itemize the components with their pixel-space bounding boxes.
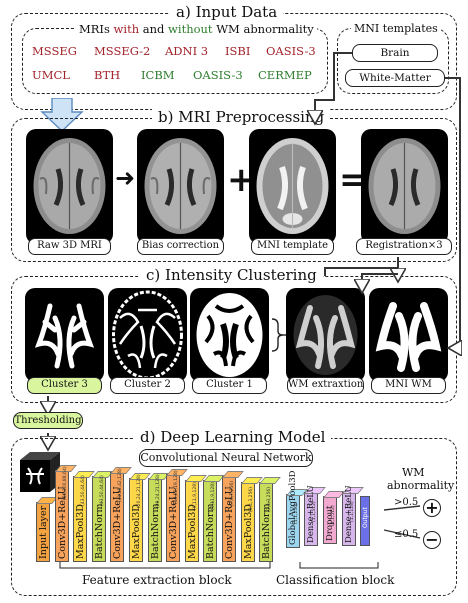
thresholding-step: Thresholding — [13, 412, 83, 429]
cnn-layer-batchnorm- — [147, 473, 170, 562]
dataset-adni3: ADNI 3 — [165, 44, 209, 58]
cnn-layer-dense-relu — [304, 487, 327, 546]
cnn-layer-maxpool3d — [240, 477, 263, 562]
cnn-layer-batchnorm- — [91, 471, 114, 562]
cluster-1-image — [190, 288, 269, 382]
cluster-3-image — [25, 288, 104, 382]
caption-cluster-2: Cluster 2 — [110, 377, 185, 394]
cnn-layer-maxpool3d — [184, 475, 207, 562]
caption-registration: Registration×3 — [356, 238, 452, 255]
cnn-layer-dims: (18,22,19,128) — [174, 470, 180, 504]
cnn-layer-conv3d-relu — [222, 471, 244, 562]
cnn-layer-dims: (3,4,3,256) — [248, 487, 254, 512]
cnn-layer-dims: (43,50,44,64) — [81, 475, 87, 506]
registration-image — [361, 129, 448, 244]
caption-mni-template: MNI template — [251, 238, 334, 255]
cnn-layer-dims: (9,11,9,128) — [211, 482, 217, 510]
cnn-layer-label: BatchNorm. — [149, 500, 161, 559]
cnn-layer-label: BatchNorm. — [93, 500, 105, 559]
cnn-layer-dense-relu — [341, 487, 364, 546]
cnn-layer-dropout — [323, 491, 345, 544]
cnn-layer-batchnorm- — [203, 475, 226, 562]
dataset-msseg: MSSEG — [32, 44, 77, 58]
positive-icon: + — [423, 499, 441, 517]
caption-wm-extraction: WM extraxtion — [287, 377, 364, 394]
cnn-layer-dims: (1,1,256) — [293, 503, 299, 524]
dataset-msseg-2: MSSEG-2 — [94, 44, 151, 58]
cnn-layer-label: Input layer — [38, 505, 49, 559]
caption-cluster-3: Cluster 3 — [27, 377, 102, 394]
cnn-layer-label: MaxPool3D — [131, 504, 142, 559]
cnn-layer-dims: (7,9,7,256) — [230, 481, 235, 506]
cluster-2-image — [108, 288, 187, 382]
classification-block-label: Classification block — [276, 573, 395, 587]
bias-corrected-image — [137, 129, 224, 244]
cnn-layer-label: MaxPool3D — [75, 504, 87, 559]
cnn-layer-dims: (20,24,21,128) — [137, 474, 142, 508]
cnn-layer-conv3d-relu — [110, 467, 133, 562]
cnn-layer-dims: (1,1,512) — [312, 501, 318, 522]
cnn-layer-dims: (86,100,88,64) — [62, 466, 68, 500]
wm-extraction-image — [286, 288, 365, 382]
negative-icon: − — [423, 531, 441, 549]
input-volume-icon — [20, 452, 60, 492]
cnn-layer-dims: (9,11,9,128) — [192, 482, 198, 510]
mni-wm-image — [369, 288, 448, 382]
dataset-isbi: ISBI — [225, 44, 251, 58]
dataset-oasis3-without: OASIS-3 — [193, 68, 243, 82]
cnn-layer-label: MaxPool3D — [242, 504, 254, 559]
cnn-output-label: Output — [362, 507, 370, 528]
wm-abnormality-label-1: WM — [402, 466, 425, 479]
cnn-layer-dims: (3,4,3,256) — [267, 487, 273, 512]
cnn-layer-conv3d-relu — [166, 469, 189, 562]
caption-raw-mri: Raw 3D MRI — [28, 238, 111, 255]
dataset-cermep: CERMEP — [258, 68, 312, 82]
mni-template-image — [249, 129, 336, 244]
mni-templates-heading: MNI templates — [351, 22, 441, 35]
flow-arrow-icon — [40, 98, 84, 132]
cnn-layer-dims: (1,1,512) — [331, 505, 336, 526]
mri-datasets-heading: MRIs with and without WM abnormality — [76, 22, 317, 36]
cnn-layer-maxpool3d — [73, 471, 96, 562]
cnn-layer-dims: (43,50,44,64) — [99, 475, 105, 506]
caption-bias-correction: Bias correction — [137, 238, 224, 255]
cnn-layer-maxpool3d — [129, 473, 151, 562]
panel-title-intensity-clustering: c) Intensity Clustering — [140, 266, 323, 284]
threshold-gt-label: >0.5 — [394, 497, 419, 508]
panel-title-deep-learning-model: d) Deep Learning Model — [134, 428, 332, 446]
caption-cluster-1: Cluster 1 — [192, 377, 267, 394]
cnn-layer-input-layer — [36, 497, 58, 562]
cnn-layer-globalavgpool3d — [285, 489, 308, 548]
mni-brain-template: Brain — [352, 44, 438, 62]
cnn-layer-batchnorm- — [259, 477, 282, 562]
cnn-title: Convolutional Neural Network — [139, 449, 313, 467]
panel-title-input-data: a) Input Data — [170, 3, 284, 21]
cnn-layer-label: MaxPool3D — [186, 504, 198, 559]
dataset-oasis3-with: OASIS-3 — [266, 44, 316, 58]
caption-mni-wm: MNI WM — [371, 377, 446, 394]
wm-abnormality-label-2: abnormality — [387, 479, 455, 492]
mni-wm-template: White-Matter — [345, 69, 445, 87]
feature-extraction-label: Feature extraction block — [82, 573, 232, 587]
cnn-layer-conv3d-relu — [54, 465, 77, 562]
cnn-layer-dims: (1,1,128) — [349, 501, 355, 522]
raw-mri-image — [26, 129, 113, 244]
cnn-layer-dims: (20,24,21,128) — [155, 474, 161, 508]
cnn-layer-output — [360, 496, 371, 546]
mri-datasets-group — [22, 28, 328, 94]
threshold-le-label: ≤0.5 — [394, 529, 419, 540]
dataset-bth: BTH — [94, 68, 121, 82]
cnn-layer-dims: (41,48,42,128) — [118, 468, 124, 502]
arrow-right-icon: ➜ — [115, 164, 136, 192]
dataset-umcl: UMCL — [32, 68, 70, 82]
panel-title-mri-preprocessing: b) MRI Preprocessing — [152, 108, 331, 126]
dataset-icbm: ICBM — [141, 68, 175, 82]
